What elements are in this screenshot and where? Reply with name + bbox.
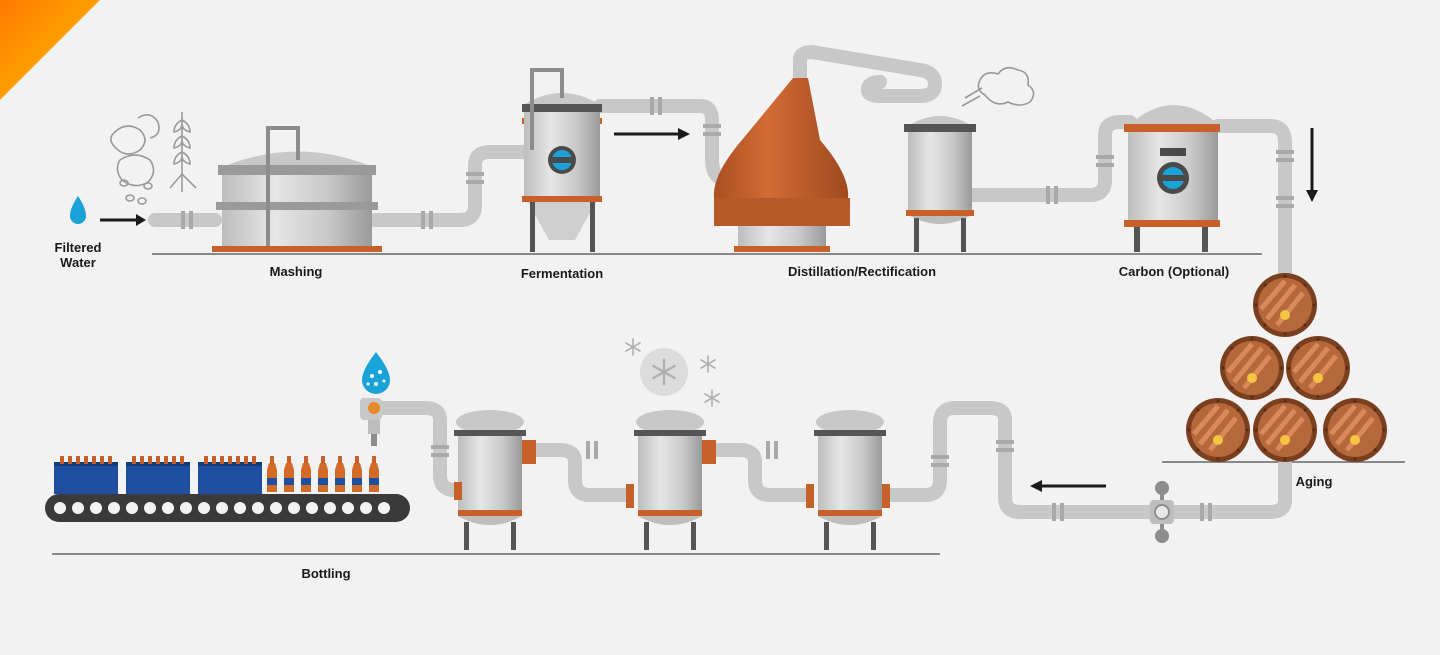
bottom-pipes <box>371 401 1292 519</box>
conveyor-roller <box>144 502 156 514</box>
crate <box>126 456 190 494</box>
conveyor-roller <box>324 502 336 514</box>
pipe-flanges <box>181 97 1294 521</box>
steam-cloud-icon <box>961 66 1035 107</box>
arrow-left-icon <box>1030 480 1106 492</box>
bottle-icon <box>335 456 345 492</box>
conveyor-roller <box>90 502 102 514</box>
conveyor-roller <box>288 502 300 514</box>
grain-icon <box>110 114 160 205</box>
conveyor-roller <box>306 502 318 514</box>
valve-icon <box>1150 481 1174 543</box>
wheat-icon <box>169 112 197 192</box>
aging-barrel-stack <box>1186 273 1387 462</box>
corner-accent <box>0 0 100 100</box>
rectifier-column <box>904 116 976 252</box>
bottling-label: Bottling <box>301 566 351 581</box>
water-drop-icon <box>70 196 86 224</box>
barrel-icon <box>1323 398 1387 462</box>
conveyor-roller <box>180 502 192 514</box>
water-drop-icon <box>362 352 390 394</box>
bottle-icon <box>352 456 362 492</box>
barrel-icon <box>1220 336 1284 400</box>
filtration-tank-3 <box>454 410 536 550</box>
conveyor-roller <box>198 502 210 514</box>
conveyor-roller <box>270 502 282 514</box>
arrow-right-icon <box>100 214 146 226</box>
copper-pot-still <box>713 78 850 252</box>
conveyor-roller <box>234 502 246 514</box>
conveyor-roller <box>360 502 372 514</box>
conveyor-roller <box>54 502 66 514</box>
snowflake-icon <box>625 338 641 356</box>
bottle-icon <box>318 456 328 492</box>
crate <box>198 456 262 494</box>
bottle-icon <box>267 456 277 492</box>
dispensing-nozzle <box>360 398 382 446</box>
filtered-water-line2: Water <box>60 255 96 270</box>
conveyor-roller <box>252 502 264 514</box>
barrel-icon <box>1253 398 1317 462</box>
barrel-icon <box>1286 336 1350 400</box>
top-pipes <box>148 45 1292 297</box>
snowflake-icon <box>704 389 720 407</box>
barrel-icon <box>1186 398 1250 462</box>
arrow-right-icon <box>614 128 690 140</box>
filtration-tank-1 <box>806 410 890 550</box>
crate <box>54 456 118 494</box>
conveyor-roller <box>126 502 138 514</box>
fermentation-label: Fermentation <box>520 266 604 281</box>
bottles <box>267 456 379 492</box>
chill-filtration-tank <box>626 410 716 550</box>
filtered-water-label: Filtered Water <box>55 240 102 270</box>
bottle-icon <box>284 456 294 492</box>
arrow-down-icon <box>1306 128 1318 202</box>
conveyor-roller <box>342 502 354 514</box>
mash-tun <box>212 126 382 252</box>
conveyor-belt <box>45 494 410 522</box>
carbon-label: Carbon (Optional) <box>1118 264 1230 279</box>
distillation-label: Distillation/Rectification <box>787 264 937 279</box>
filtered-water-line1: Filtered <box>54 240 102 255</box>
conveyor-roller <box>162 502 174 514</box>
fermentation-tank <box>522 68 602 252</box>
conveyor-roller <box>72 502 84 514</box>
snowflake-icon <box>700 355 716 373</box>
carbon-filter-tank <box>1124 105 1220 252</box>
conveyor-roller <box>378 502 390 514</box>
mashing-label: Mashing <box>269 264 323 279</box>
barrel-icon <box>1253 273 1317 337</box>
bottle-crates <box>54 456 262 494</box>
bottle-icon <box>369 456 379 492</box>
conveyor-roller <box>108 502 120 514</box>
conveyor-roller <box>216 502 228 514</box>
bottle-icon <box>301 456 311 492</box>
aging-label: Aging <box>1295 474 1333 489</box>
